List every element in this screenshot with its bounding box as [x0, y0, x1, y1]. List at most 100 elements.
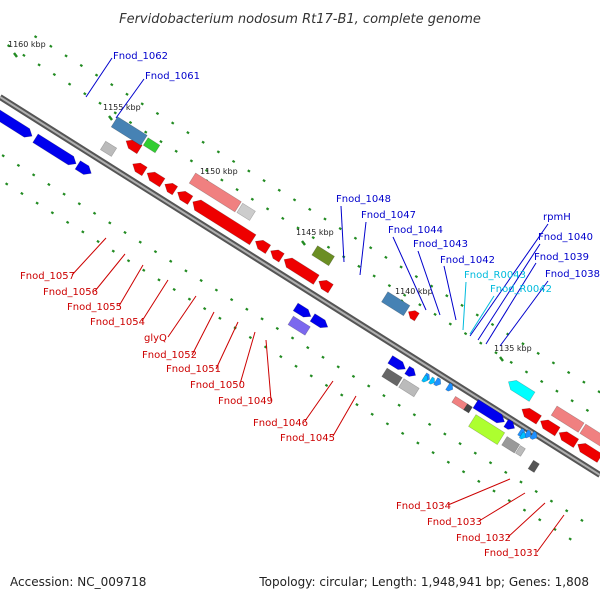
pseudo-gene[interactable]	[236, 202, 256, 221]
tick-mark	[290, 336, 295, 340]
pseudo-gene[interactable]	[99, 140, 118, 157]
gene-label[interactable]: Fnod_1056	[43, 287, 98, 298]
gene-label[interactable]: Fnod_1032	[456, 533, 511, 544]
small-feature[interactable]	[433, 377, 442, 387]
forward-gene[interactable]	[32, 133, 77, 166]
gene-label[interactable]: Fnod_1050	[190, 380, 245, 391]
reverse-gene[interactable]	[110, 116, 148, 146]
gene-label[interactable]: Fnod_1043	[413, 239, 468, 250]
reverse-gene[interactable]	[521, 407, 542, 425]
tick-mark	[507, 498, 511, 503]
forward-gene[interactable]	[0, 101, 33, 138]
forward-gene[interactable]	[292, 302, 312, 318]
gene-label[interactable]: Fnod_1051	[166, 364, 221, 375]
small-feature[interactable]	[529, 430, 538, 440]
reverse-gene[interactable]	[381, 291, 411, 317]
gene-label[interactable]: Fnod_1045	[280, 433, 335, 444]
gene-label[interactable]: Fnod_1049	[218, 396, 273, 407]
gene-label[interactable]: Fnod_1042	[440, 255, 495, 266]
gene-label[interactable]: Fnod_1038	[545, 269, 600, 280]
small-feature[interactable]	[518, 431, 526, 440]
gene-label[interactable]: Fnod_R0042	[490, 284, 552, 295]
gene-label[interactable]: Fnod_1039	[534, 252, 589, 263]
reverse-gene[interactable]	[283, 257, 320, 285]
gene-label[interactable]: Fnod_1052	[142, 350, 197, 361]
gene-label[interactable]: Fnod_1044	[388, 225, 443, 236]
tick-mark	[564, 509, 569, 513]
tick-mark	[382, 393, 386, 398]
forward-gene[interactable]	[503, 418, 515, 430]
tick-mark	[62, 192, 66, 196]
reverse-gene[interactable]	[318, 279, 334, 294]
tick-mark	[169, 259, 173, 263]
tick-mark	[204, 168, 209, 173]
tick-mark	[448, 322, 453, 326]
misc-feature[interactable]	[142, 137, 161, 154]
gene-label[interactable]: Fnod_1057	[20, 271, 75, 282]
scale-label: 1140 kbp	[395, 287, 433, 296]
tick-mark	[519, 480, 523, 484]
gene-label[interactable]: Fnod_1054	[90, 317, 145, 328]
tick-mark	[536, 351, 540, 355]
tick-mark	[142, 268, 146, 272]
gene-label[interactable]: Fnod_1047	[361, 210, 416, 221]
gene-label[interactable]: Fnod_1040	[538, 232, 593, 243]
tick-mark	[37, 63, 41, 67]
tick-mark	[384, 255, 388, 260]
tick-mark	[108, 221, 112, 225]
rna-gene[interactable]	[508, 380, 536, 402]
tick-mark	[22, 53, 26, 57]
misc-feature[interactable]	[468, 414, 506, 446]
tick-mark	[414, 274, 419, 279]
tick-mark	[79, 63, 83, 68]
forward-gene[interactable]	[309, 313, 329, 329]
reverse-gene[interactable]	[579, 423, 600, 452]
reverse-gene[interactable]	[255, 239, 272, 255]
forward-gene[interactable]	[74, 160, 92, 175]
tick-mark	[534, 489, 538, 494]
gene-label[interactable]: Fnod_1031	[484, 548, 539, 559]
pseudo-gene[interactable]	[463, 403, 473, 414]
small-feature[interactable]	[445, 382, 454, 392]
small-feature[interactable]	[421, 374, 428, 383]
pseudo-gene[interactable]	[398, 378, 420, 398]
pseudo-gene[interactable]	[527, 459, 540, 473]
small-feature[interactable]	[428, 376, 435, 385]
reverse-gene[interactable]	[558, 431, 580, 449]
gene-label[interactable]: Fnod_R0043	[464, 270, 526, 281]
reverse-gene[interactable]	[408, 310, 420, 322]
tick-mark	[110, 83, 114, 87]
forward-gene[interactable]	[387, 355, 406, 370]
tick-mark	[220, 178, 224, 182]
tick-mark	[172, 287, 176, 292]
forward-gene[interactable]	[404, 365, 416, 377]
gene-label[interactable]: Fnod_1048	[336, 194, 391, 205]
major-tick-mark	[301, 240, 306, 246]
reverse-gene[interactable]	[188, 172, 242, 213]
gene-label[interactable]: Fnod_1062	[113, 51, 168, 62]
reverse-gene[interactable]	[270, 249, 285, 263]
reverse-gene[interactable]	[132, 162, 148, 177]
gene-label[interactable]: rpmH	[543, 212, 571, 223]
gene-label[interactable]: Fnod_1033	[427, 517, 482, 528]
gene-label[interactable]: Fnod_1055	[67, 302, 122, 313]
tick-mark	[294, 364, 298, 368]
forward-gene[interactable]	[472, 399, 505, 424]
pseudo-gene[interactable]	[515, 445, 526, 457]
tick-mark	[128, 120, 133, 125]
reverse-gene[interactable]	[192, 199, 257, 246]
gene-label[interactable]: Fnod_1034	[396, 501, 451, 512]
gene-label[interactable]: Fnod_1061	[145, 71, 200, 82]
reverse-gene[interactable]	[550, 405, 585, 433]
reverse-gene[interactable]	[311, 245, 335, 267]
reverse-gene[interactable]	[146, 171, 166, 188]
tick-mark	[368, 246, 373, 250]
forward-gene[interactable]	[287, 315, 311, 336]
pseudo-gene[interactable]	[381, 367, 403, 387]
reverse-gene[interactable]	[540, 419, 561, 437]
reverse-gene[interactable]	[177, 190, 194, 205]
gene-label[interactable]: Fnod_1046	[253, 418, 308, 429]
reverse-gene[interactable]	[164, 182, 179, 196]
pseudo-gene[interactable]	[501, 436, 521, 454]
gene-label[interactable]: glyQ	[144, 333, 167, 344]
